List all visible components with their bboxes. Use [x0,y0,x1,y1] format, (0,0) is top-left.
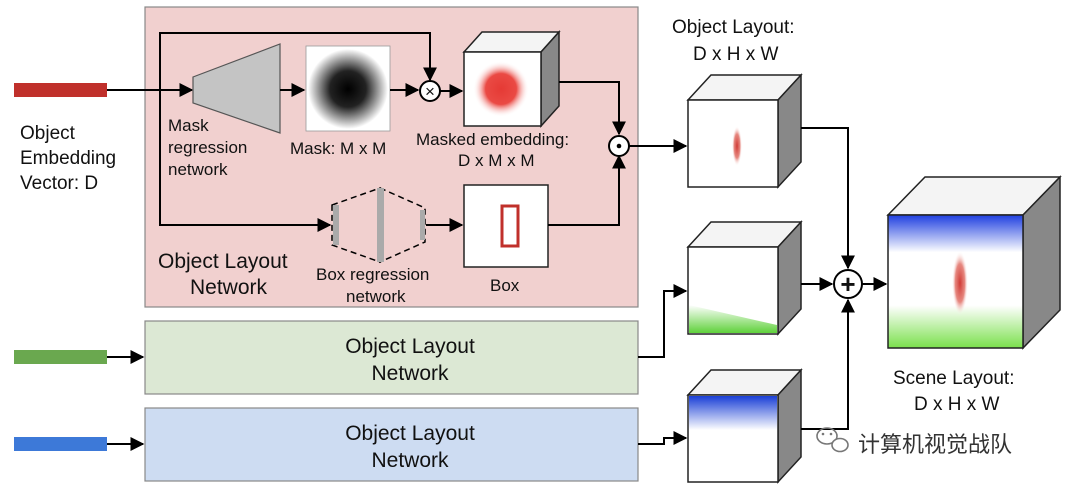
arrow-green-network-to-cube [638,284,688,358]
box-regression-label-line2: network [346,287,406,306]
watermark-text: 计算机视觉战队 [858,433,1012,458]
arrow-masked-embedding-to-dot [559,81,626,136]
dot-product-symbol [616,143,622,149]
mask-regression-label-line2: regression [168,138,247,157]
green-network-panel [144,320,639,395]
arrow-red-cube-to-plus [801,127,855,270]
object-layout-cube-red [686,73,803,189]
blue-network-label-line1: Object Layout [345,422,475,445]
masked-embedding-label-line1: Masked embedding: [416,130,569,149]
multiply-symbol: × [425,82,435,101]
mask-regression-network-shape [192,43,281,134]
green-network-label-line2: Network [371,362,449,385]
arrow-box-to-dot [548,154,626,226]
wechat-icon [816,427,849,453]
object-layout-title-line2: D x H x W [693,44,779,65]
object-embedding-vector-blue [14,437,107,451]
arrow-embedding-to-multiply [159,32,437,90]
sum-symbol: + [840,269,855,299]
object-layout-cube-green [686,220,803,336]
object-embedding-vector-green [14,350,107,364]
mask-label: Mask: M x M [290,139,386,158]
mask-regression-label-line3: network [168,160,228,179]
object-layout-title-line1: Object Layout: [672,17,795,38]
masked-embedding-label-line2: D x M x M [458,151,535,170]
mask-regression-label-line1: Mask [168,116,209,135]
box-square [463,184,549,268]
scene-layout-title-line1: Scene Layout: [893,368,1014,389]
arrow-blue-network-to-cube [638,431,688,445]
box-regression-network-shape [331,186,426,264]
scene-layout-cube [886,175,1062,350]
blue-network-label-line2: Network [371,449,449,472]
watermark: 计算机视觉战队 [816,427,1012,458]
scene-layout-title-line2: D x H x W [914,394,1000,415]
arrow-embedding-to-box-regression [159,90,332,232]
bounding-box-glyph [500,204,520,248]
top-network-title-line2: Network [190,276,268,299]
arrow-blue-cube-to-plus [801,298,855,430]
masked-embedding-cube [462,30,561,128]
green-network-label-line1: Object Layout [345,335,475,358]
mask-blob [308,49,388,129]
box-label: Box [490,276,520,295]
box-regression-label-line1: Box regression [316,265,429,284]
input-label-line2: Embedding [20,148,116,169]
input-label-line3: Vector: D [20,173,98,194]
input-label-line1: Object [20,123,76,144]
object-layout-cube-blue [686,368,803,484]
top-network-title-line1: Object Layout [158,250,288,273]
blue-network-panel [144,407,639,482]
object-embedding-vector-red [14,83,107,97]
